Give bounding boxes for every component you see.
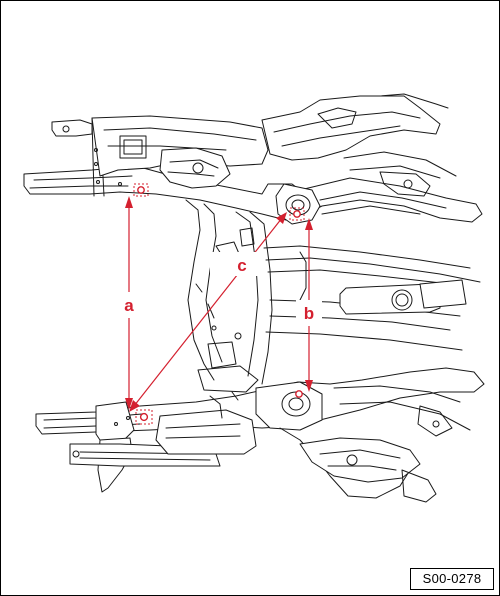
- dimension-a-arrow-bottom: [125, 398, 133, 410]
- dimension-a-arrow-top: [125, 196, 133, 208]
- measurement-overlay: a b c: [118, 183, 322, 425]
- label-b: b: [304, 304, 314, 323]
- lower-front-point-box: [135, 409, 153, 425]
- upper-side-member: [23, 93, 483, 247]
- upper-rear-point-box: [289, 207, 305, 221]
- lower-rear-measuring-point: [295, 390, 303, 398]
- central-subframe: [185, 199, 481, 393]
- label-a: a: [124, 296, 134, 315]
- dimension-b-arrow-bottom: [305, 380, 313, 392]
- upper-front-point-box: [133, 183, 149, 197]
- lower-side-member: [35, 367, 485, 503]
- dimension-c-arrow-top: [276, 212, 287, 224]
- label-c: c: [237, 256, 246, 275]
- dimension-c-arrow-bottom: [129, 400, 140, 412]
- dimension-b-arrow-top: [305, 218, 313, 230]
- upper-rear-measuring-point: [293, 210, 301, 218]
- dimension-c-line: [133, 217, 283, 407]
- lower-front-measuring-point: [139, 412, 149, 422]
- upper-front-measuring-point: [137, 186, 145, 194]
- figure-code-box: S00-0278: [410, 568, 494, 590]
